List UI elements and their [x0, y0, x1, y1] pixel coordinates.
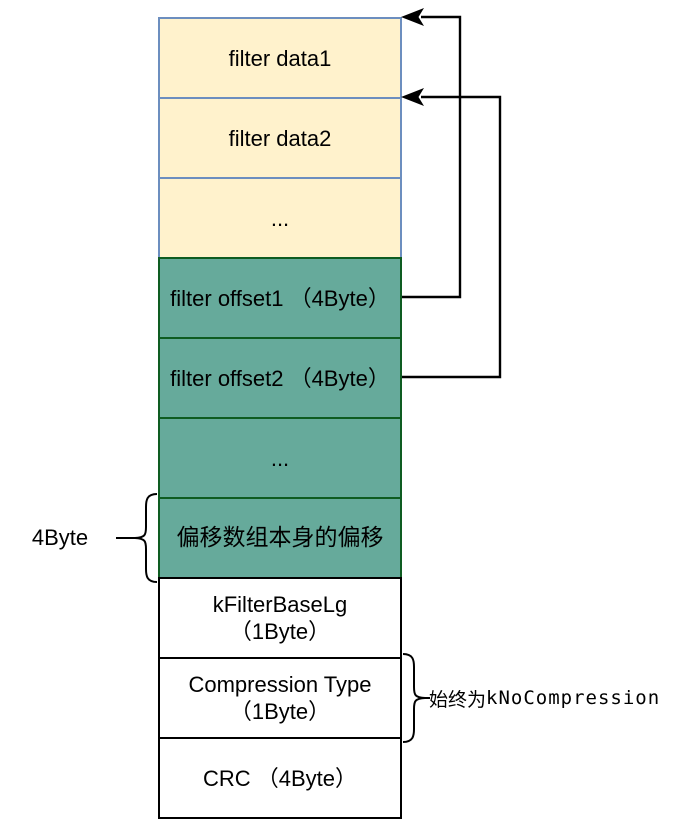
box-label: filter data1	[228, 45, 332, 71]
left-brace-icon	[134, 493, 158, 583]
compression-annotation-cjk: 始终为	[429, 688, 487, 711]
box-label: filter data2	[228, 125, 332, 151]
box-label: kFilterBaseLg	[212, 592, 348, 617]
arrow-line-offset2-to-data2	[402, 95, 502, 379]
box-filter-data1: filter data1	[158, 17, 402, 99]
box-label: ...	[270, 445, 290, 471]
box-filter-offset2: filter offset2 （4Byte）	[158, 337, 402, 419]
box-filter-data2: filter data2	[158, 97, 402, 179]
compression-annotation-code: kNoCompression	[486, 687, 661, 709]
box-label-line2: （1Byte）	[229, 699, 331, 724]
box-label: filter offset2 （4Byte）	[170, 365, 390, 391]
box-label: Compression Type	[188, 672, 372, 697]
box-label-line2: （1Byte）	[229, 619, 331, 644]
box-label: 偏移数组本身的偏移	[176, 524, 384, 551]
box-kfilterbaselg: kFilterBaseLg （1Byte）	[158, 577, 402, 659]
box-filter-offset-ellipsis: ...	[158, 417, 402, 499]
box-crc: CRC （4Byte）	[158, 737, 402, 819]
arrow-line-offset1-to-data1	[402, 15, 462, 299]
box-offset-array-offset: 偏移数组本身的偏移	[158, 497, 402, 579]
box-filter-offset1: filter offset1 （4Byte）	[158, 257, 402, 339]
box-filter-data-ellipsis: ...	[158, 177, 402, 259]
arrowhead-icon	[401, 8, 424, 26]
box-compression-type: Compression Type （1Byte）	[158, 657, 402, 739]
arrowhead-icon	[401, 88, 424, 106]
block-column: filter data1 filter data2 ... filter off…	[158, 17, 402, 819]
left-size-label: 4Byte	[31, 525, 89, 550]
box-label: ...	[270, 205, 290, 231]
box-label: CRC （4Byte）	[202, 765, 358, 791]
right-brace-icon	[402, 653, 426, 743]
box-label: filter offset1 （4Byte）	[170, 285, 390, 311]
